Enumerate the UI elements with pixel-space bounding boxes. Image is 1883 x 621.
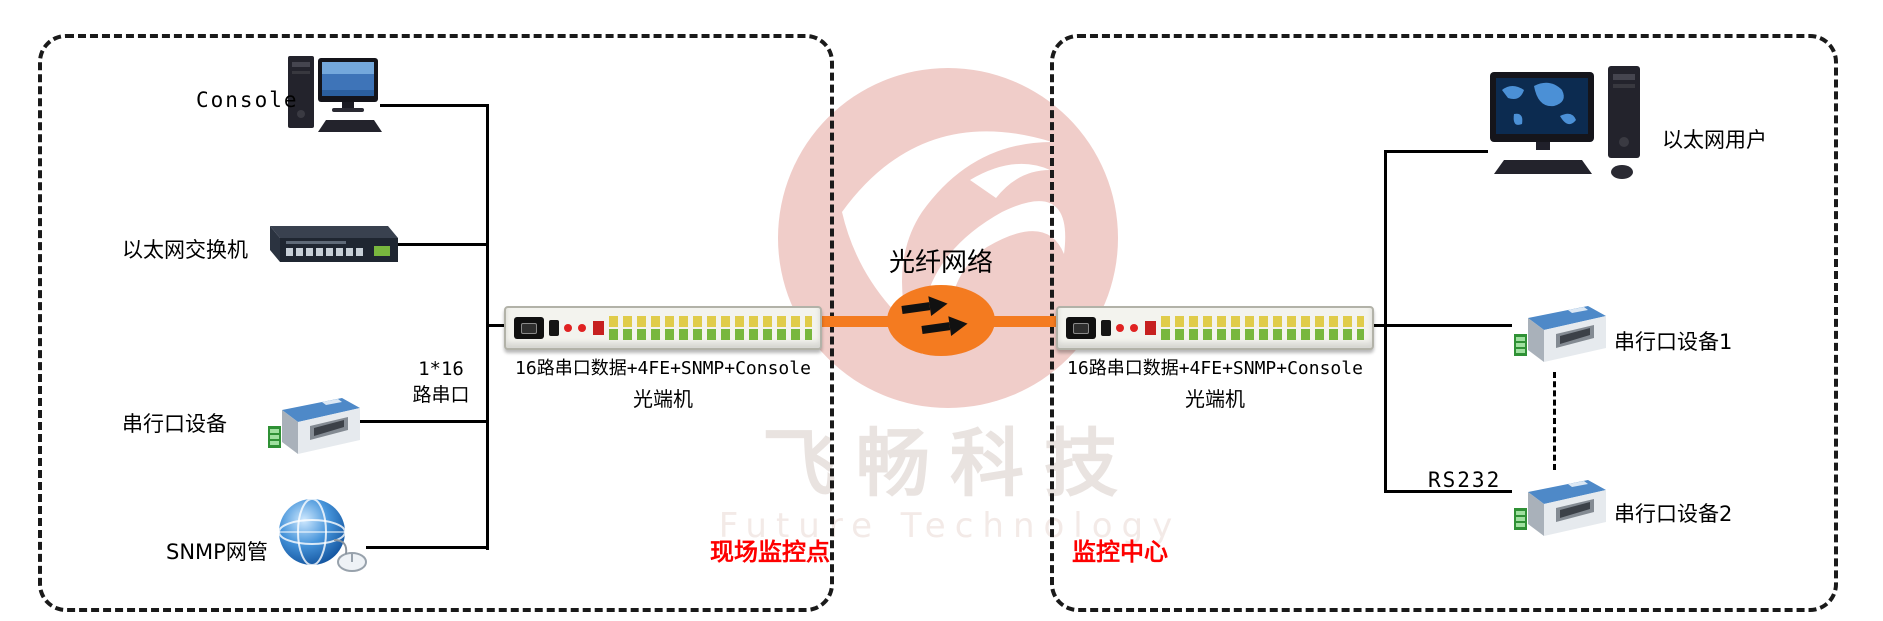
terminal-caption-right-line2: 光端机	[1185, 387, 1245, 411]
bus-to-terminal-stub	[486, 324, 508, 327]
right-bus-line	[1384, 152, 1387, 492]
rs232-connection-line	[1384, 490, 1512, 493]
ethernet-switch-icon	[270, 226, 398, 262]
serial1-serial2-dashed-link	[1553, 372, 1556, 470]
fiber-port	[593, 321, 604, 335]
terminal-caption-right: 16路串口数据+4FE+SNMP+Console 光端机	[1046, 354, 1384, 412]
left-bus-line	[486, 104, 489, 550]
power-switch	[549, 320, 559, 336]
console-computer-icon	[288, 56, 382, 132]
status-led-icon	[564, 324, 572, 332]
serial-device-label: 串行口设备	[122, 412, 227, 436]
serial-port-row	[609, 315, 812, 341]
data-flow-arrows-icon	[901, 296, 968, 337]
serial-bus-label-line1: 1*16	[418, 358, 464, 380]
snmp-globe-icon	[278, 498, 367, 572]
switch-connection-line	[396, 243, 488, 246]
serial-connection-line	[358, 420, 488, 423]
serial-device-icon	[268, 398, 360, 454]
rs232-label: RS232	[1428, 468, 1502, 492]
serial-bus-label: 1*16 路串口	[398, 356, 484, 408]
terminal-caption-left: 16路串口数据+4FE+SNMP+Console 光端机	[494, 354, 832, 412]
serial-bus-label-line2: 路串口	[412, 384, 470, 406]
ethernet-user-label: 以太网用户	[1662, 128, 1767, 152]
terminal-caption-left-line2: 光端机	[633, 387, 693, 411]
optical-terminal-right	[1056, 306, 1374, 350]
serial-port-row	[1161, 315, 1364, 341]
power-switch	[1101, 320, 1111, 336]
field-monitoring-zone-label: 现场监控点	[710, 538, 830, 566]
watermark-brand-text: 飞畅科技	[762, 421, 1138, 507]
fiber-network-node	[886, 284, 996, 357]
snmp-label: SNMP网管	[166, 540, 268, 564]
ethernet-user-connection-line	[1384, 150, 1488, 153]
status-led-icon	[1116, 324, 1124, 332]
console-connection-line	[380, 104, 488, 107]
monitoring-center-zone-label: 监控中心	[1072, 538, 1168, 566]
ethernet-user-computer-icon	[1490, 66, 1640, 179]
console-label: Console	[196, 88, 299, 112]
serial-device-1-label: 串行口设备1	[1614, 330, 1733, 354]
ethernet-switch-label: 以太网交换机	[122, 238, 248, 262]
serial1-connection-line	[1372, 324, 1512, 327]
snmp-connection-line	[366, 546, 488, 549]
terminal-caption-right-line1: 16路串口数据+4FE+SNMP+Console	[1067, 358, 1363, 379]
optical-terminal-left	[504, 306, 822, 350]
terminal-caption-left-line1: 16路串口数据+4FE+SNMP+Console	[515, 358, 811, 379]
fiber-network-ellipse	[887, 285, 995, 356]
fiber-network-label: 光纤网络	[888, 248, 993, 278]
power-inlet	[1066, 317, 1096, 339]
watermark-subtitle-text: Future Technology	[718, 506, 1182, 546]
serial-device-2-icon	[1514, 480, 1606, 536]
serial-device-1-icon	[1514, 306, 1606, 362]
fiber-port	[1145, 321, 1156, 335]
serial-device-2-label: 串行口设备2	[1614, 502, 1733, 526]
power-inlet	[514, 317, 544, 339]
